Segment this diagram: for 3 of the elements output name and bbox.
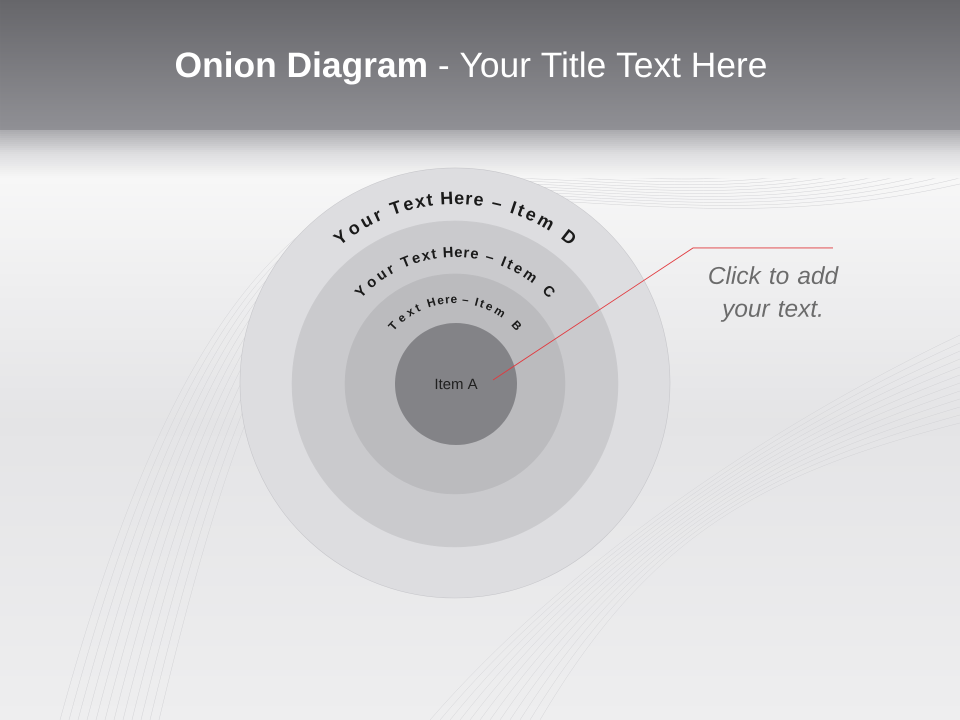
slide-title: Onion Diagram - Your Title Text Here [176, 51, 766, 85]
callout-text: Click to add your text. [709, 266, 839, 322]
leader-line [492, 248, 834, 380]
